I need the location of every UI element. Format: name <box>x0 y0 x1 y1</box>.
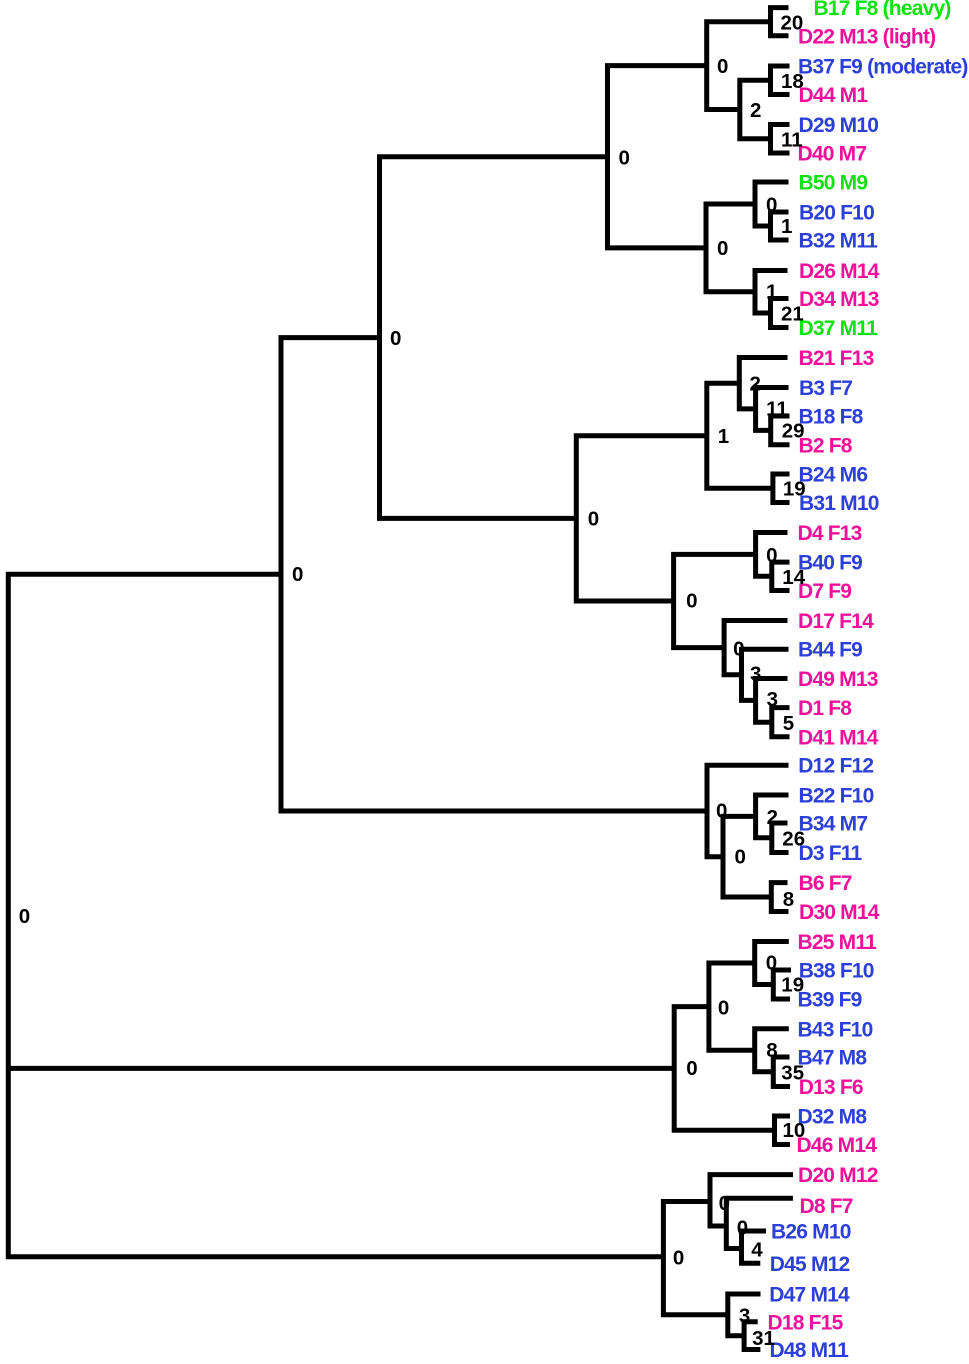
svg-text:D30 M14: D30 M14 <box>799 901 880 924</box>
svg-text:2: 2 <box>750 99 761 122</box>
svg-text:14: 14 <box>782 566 805 589</box>
svg-text:8: 8 <box>783 888 794 911</box>
svg-text:B21 F13: B21 F13 <box>799 347 874 370</box>
svg-text:0: 0 <box>588 508 599 531</box>
svg-text:3: 3 <box>767 688 778 711</box>
svg-text:29: 29 <box>782 420 805 443</box>
svg-text:B44 F9: B44 F9 <box>798 639 862 662</box>
svg-text:2: 2 <box>767 806 778 829</box>
svg-text:0: 0 <box>733 637 744 660</box>
svg-text:D32 M8: D32 M8 <box>798 1106 868 1129</box>
svg-text:0: 0 <box>673 1246 684 1269</box>
svg-text:0: 0 <box>292 563 303 586</box>
svg-text:D49 M13: D49 M13 <box>798 668 878 691</box>
svg-text:26: 26 <box>782 828 805 851</box>
svg-text:D26 M14: D26 M14 <box>799 260 880 283</box>
svg-text:0: 0 <box>718 996 729 1019</box>
svg-text:B3 F7: B3 F7 <box>799 377 852 400</box>
svg-text:D13 F6: D13 F6 <box>799 1076 863 1099</box>
svg-text:D41 M14: D41 M14 <box>798 726 879 749</box>
svg-text:D7 F9: D7 F9 <box>798 580 851 603</box>
svg-text:B34 M7: B34 M7 <box>799 813 868 836</box>
svg-text:B2 F8: B2 F8 <box>799 434 853 457</box>
svg-text:18: 18 <box>781 70 804 93</box>
svg-text:0: 0 <box>717 55 728 78</box>
svg-text:8: 8 <box>766 1039 777 1062</box>
svg-text:21: 21 <box>781 303 804 326</box>
svg-text:11: 11 <box>766 398 788 421</box>
svg-text:11: 11 <box>781 128 803 151</box>
svg-text:19: 19 <box>781 974 804 997</box>
svg-text:D47 M14: D47 M14 <box>769 1284 850 1307</box>
svg-text:0: 0 <box>719 1192 730 1215</box>
svg-text:D20 M12: D20 M12 <box>798 1164 878 1187</box>
svg-text:B31 M10: B31 M10 <box>799 492 879 515</box>
svg-text:20: 20 <box>781 11 804 34</box>
svg-text:D1 F8: D1 F8 <box>798 697 852 720</box>
svg-text:2: 2 <box>750 372 761 395</box>
svg-text:B20 F10: B20 F10 <box>799 202 874 225</box>
svg-text:0: 0 <box>716 800 727 823</box>
svg-text:D22 M13 (light): D22 M13 (light) <box>798 25 935 48</box>
svg-text:D34 M13: D34 M13 <box>799 288 879 311</box>
svg-text:D17 F14: D17 F14 <box>798 610 874 633</box>
svg-text:0: 0 <box>737 1217 748 1240</box>
svg-text:0: 0 <box>686 1057 697 1080</box>
svg-text:D8 F7: D8 F7 <box>800 1195 853 1218</box>
svg-text:D12 F12: D12 F12 <box>798 755 873 778</box>
svg-text:B25 M11: B25 M11 <box>798 931 878 954</box>
svg-text:0: 0 <box>766 194 777 217</box>
svg-text:0: 0 <box>735 845 746 868</box>
svg-text:5: 5 <box>783 712 794 735</box>
svg-text:B6 F7: B6 F7 <box>799 872 852 895</box>
svg-text:D3 F11: D3 F11 <box>799 842 863 865</box>
svg-text:1: 1 <box>781 215 792 238</box>
svg-text:D18 F15: D18 F15 <box>768 1311 844 1334</box>
svg-text:D48 M11: D48 M11 <box>770 1339 850 1359</box>
svg-text:B39 F9: B39 F9 <box>798 989 862 1012</box>
svg-text:B40 F9: B40 F9 <box>798 552 862 575</box>
svg-text:D4 F13: D4 F13 <box>798 522 862 545</box>
svg-text:D37 M11: D37 M11 <box>799 317 879 340</box>
svg-text:B43 F10: B43 F10 <box>798 1018 873 1041</box>
svg-text:35: 35 <box>781 1062 804 1085</box>
svg-text:3: 3 <box>739 1305 750 1328</box>
svg-text:0: 0 <box>619 146 630 169</box>
svg-text:19: 19 <box>783 477 806 500</box>
svg-text:D40 M7: D40 M7 <box>798 143 867 166</box>
svg-text:0: 0 <box>19 905 30 928</box>
svg-text:1: 1 <box>766 280 777 303</box>
svg-text:B38 F10: B38 F10 <box>799 960 874 983</box>
svg-text:B17 F8 (heavy): B17 F8 (heavy) <box>814 0 951 20</box>
svg-text:B24 M6: B24 M6 <box>799 464 868 487</box>
svg-text:D29 M10: D29 M10 <box>799 114 879 137</box>
svg-text:31: 31 <box>752 1327 775 1350</box>
svg-text:B18 F8: B18 F8 <box>799 406 864 429</box>
svg-text:1: 1 <box>718 425 729 448</box>
svg-text:3: 3 <box>750 663 761 686</box>
svg-text:10: 10 <box>783 1119 806 1142</box>
svg-text:B26 M10: B26 M10 <box>771 1221 851 1244</box>
svg-text:4: 4 <box>751 1239 763 1262</box>
svg-text:0: 0 <box>766 952 777 975</box>
svg-text:D46 M14: D46 M14 <box>797 1134 878 1157</box>
svg-text:B32 M11: B32 M11 <box>799 230 879 253</box>
svg-text:B37 F9 (moderate): B37 F9 (moderate) <box>798 56 968 79</box>
svg-text:D44 M1: D44 M1 <box>799 84 869 107</box>
svg-text:B47 M8: B47 M8 <box>798 1047 868 1070</box>
svg-text:0: 0 <box>766 544 777 567</box>
svg-text:0: 0 <box>390 327 401 350</box>
svg-text:0: 0 <box>686 590 697 613</box>
svg-text:D45 M12: D45 M12 <box>770 1253 850 1276</box>
svg-text:B22 F10: B22 F10 <box>799 785 874 808</box>
svg-text:0: 0 <box>717 237 728 260</box>
svg-text:B50 M9: B50 M9 <box>799 172 868 195</box>
